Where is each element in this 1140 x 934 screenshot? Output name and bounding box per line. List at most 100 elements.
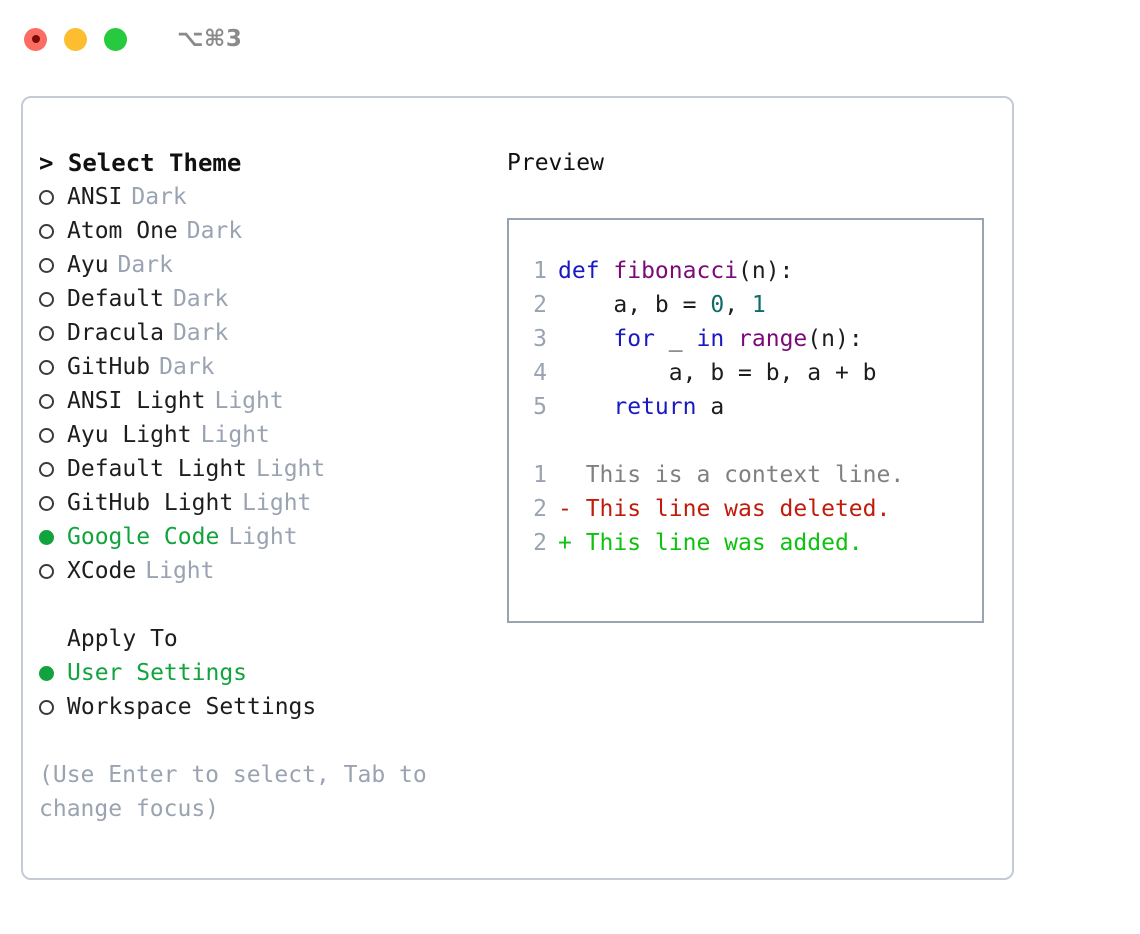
code-content: a, b = 0, 1 — [558, 288, 765, 322]
line-number: 1 — [533, 258, 547, 284]
line-number: 2 — [533, 292, 547, 318]
token-function: fibonacci — [613, 258, 739, 284]
token-function: range — [738, 326, 808, 352]
theme-variant-badge: Light — [145, 558, 215, 584]
radio-icon[interactable] — [39, 554, 67, 588]
theme-option-label: Atom One — [67, 218, 178, 244]
theme-option-label: GitHub — [67, 354, 151, 380]
radio-icon[interactable] — [39, 384, 67, 418]
preview-panel: 1 def fibonacci(n): 2 a, b = 0, 1 3 for … — [507, 218, 984, 623]
token-plain: (n): — [807, 326, 863, 352]
theme-option-label: ANSI Light — [67, 388, 206, 414]
token-plain — [558, 394, 613, 420]
token-keyword: def — [558, 258, 614, 284]
recording-indicator-icon — [31, 35, 40, 43]
radio-icon[interactable] — [39, 350, 67, 384]
radio-icon[interactable] — [39, 690, 67, 724]
panel-columns: > Select Theme ANSI Dark Atom One Dark — [23, 146, 1012, 826]
line-number: 2 — [533, 496, 547, 522]
radio-icon-selected[interactable] — [39, 520, 67, 554]
minimize-button[interactable] — [64, 27, 87, 51]
diff-content: This is a context line. — [558, 462, 905, 488]
diff-line-context: 1 This is a context line. — [521, 458, 982, 492]
token-plain: a, b = b, a + b — [558, 360, 877, 386]
token-plain: , — [724, 292, 752, 318]
theme-variant-badge: Dark — [186, 218, 243, 244]
theme-variant-badge: Light — [228, 524, 298, 550]
radio-icon[interactable] — [39, 316, 67, 350]
radio-icon[interactable] — [39, 248, 67, 282]
line-number: 3 — [533, 326, 547, 352]
theme-option-ayu-light[interactable]: Ayu Light Light — [39, 418, 493, 452]
preview-block-spacer — [521, 424, 982, 458]
theme-option-github-dark[interactable]: GitHub Dark — [39, 350, 493, 384]
code-line: 4 a, b = b, a + b — [521, 356, 982, 390]
keyboard-shortcut-badge: ⌥⌘3 — [177, 26, 243, 52]
code-line: 5 return a — [521, 390, 982, 424]
theme-option-label: Default — [67, 286, 164, 312]
radio-icon[interactable] — [39, 486, 67, 520]
radio-icon[interactable] — [39, 418, 67, 452]
apply-to-option-workspace-settings[interactable]: Workspace Settings — [39, 690, 493, 724]
theme-option-atom-one-dark[interactable]: Atom One Dark — [39, 214, 493, 248]
token-plain: a — [696, 394, 725, 420]
diff-line-added: 2 + This line was added. — [521, 526, 982, 560]
main-panel: > Select Theme ANSI Dark Atom One Dark — [21, 96, 1014, 880]
line-number: 4 — [533, 360, 547, 386]
theme-selector-column: > Select Theme ANSI Dark Atom One Dark — [23, 146, 493, 826]
theme-option-label: Dracula — [67, 320, 164, 346]
token-plain: _ — [654, 326, 697, 352]
code-sample-block: 1 def fibonacci(n): 2 a, b = 0, 1 3 for … — [521, 254, 982, 424]
theme-option-github-light[interactable]: GitHub Light Light — [39, 486, 493, 520]
theme-option-ayu-dark[interactable]: Ayu Dark — [39, 248, 493, 282]
theme-variant-badge: Dark — [159, 354, 215, 380]
code-content: for _ in range(n): — [558, 322, 863, 356]
theme-option-list: ANSI Dark Atom One Dark Ayu Dark — [39, 180, 493, 588]
theme-variant-badge: Dark — [131, 184, 187, 210]
theme-option-label: GitHub Light — [67, 490, 234, 516]
apply-to-option-label: Workspace Settings — [67, 694, 317, 720]
token-plain — [558, 326, 613, 352]
theme-option-label: Default Light — [67, 456, 248, 482]
token-plain — [724, 326, 738, 352]
line-number: 2 — [533, 530, 547, 556]
radio-icon-selected[interactable] — [39, 656, 67, 690]
theme-option-dracula-dark[interactable]: Dracula Dark — [39, 316, 493, 350]
diff-content: + This line was added. — [558, 530, 863, 556]
theme-variant-badge: Light — [256, 456, 326, 482]
code-content: def fibonacci(n): — [558, 254, 793, 288]
theme-option-google-code-light[interactable]: Google Code Light — [39, 520, 493, 554]
diff-sample-block: 1 This is a context line. 2 - This line … — [521, 458, 982, 560]
token-plain: (n): — [738, 258, 794, 284]
theme-option-label: Ayu — [67, 252, 109, 278]
diff-content: - This line was deleted. — [558, 496, 891, 522]
zoom-button[interactable] — [104, 27, 127, 51]
code-content: return a — [558, 390, 724, 424]
radio-icon[interactable] — [39, 452, 67, 486]
theme-option-ansi-dark[interactable]: ANSI Dark — [39, 180, 493, 214]
theme-option-label: Ayu Light — [67, 422, 192, 448]
token-keyword: for — [613, 326, 655, 352]
help-hint-text: (Use Enter to select, Tab to change focu… — [39, 762, 441, 822]
close-button[interactable] — [24, 27, 47, 51]
list-spacer — [39, 588, 493, 622]
traffic-light-group — [24, 27, 127, 51]
radio-icon[interactable] — [39, 282, 67, 316]
radio-icon[interactable] — [39, 180, 67, 214]
code-content: a, b = b, a + b — [558, 356, 877, 390]
code-line: 2 a, b = 0, 1 — [521, 288, 982, 322]
theme-variant-badge: Dark — [172, 286, 229, 312]
theme-variant-badge: Light — [214, 388, 284, 414]
diff-line-deleted: 2 - This line was deleted. — [521, 492, 982, 526]
theme-option-default-light[interactable]: Default Light Light — [39, 452, 493, 486]
theme-option-xcode-light[interactable]: XCode Light — [39, 554, 493, 588]
code-line: 1 def fibonacci(n): — [521, 254, 982, 288]
code-line: 3 for _ in range(n): — [521, 322, 982, 356]
apply-to-option-user-settings[interactable]: User Settings — [39, 656, 493, 690]
radio-icon[interactable] — [39, 214, 67, 248]
theme-option-default-dark[interactable]: Default Dark — [39, 282, 493, 316]
apply-to-option-label: User Settings — [67, 660, 248, 686]
select-theme-header: > Select Theme — [39, 149, 242, 177]
window-titlebar: ⌥⌘3 — [0, 0, 1140, 78]
theme-option-ansi-light[interactable]: ANSI Light Light — [39, 384, 493, 418]
